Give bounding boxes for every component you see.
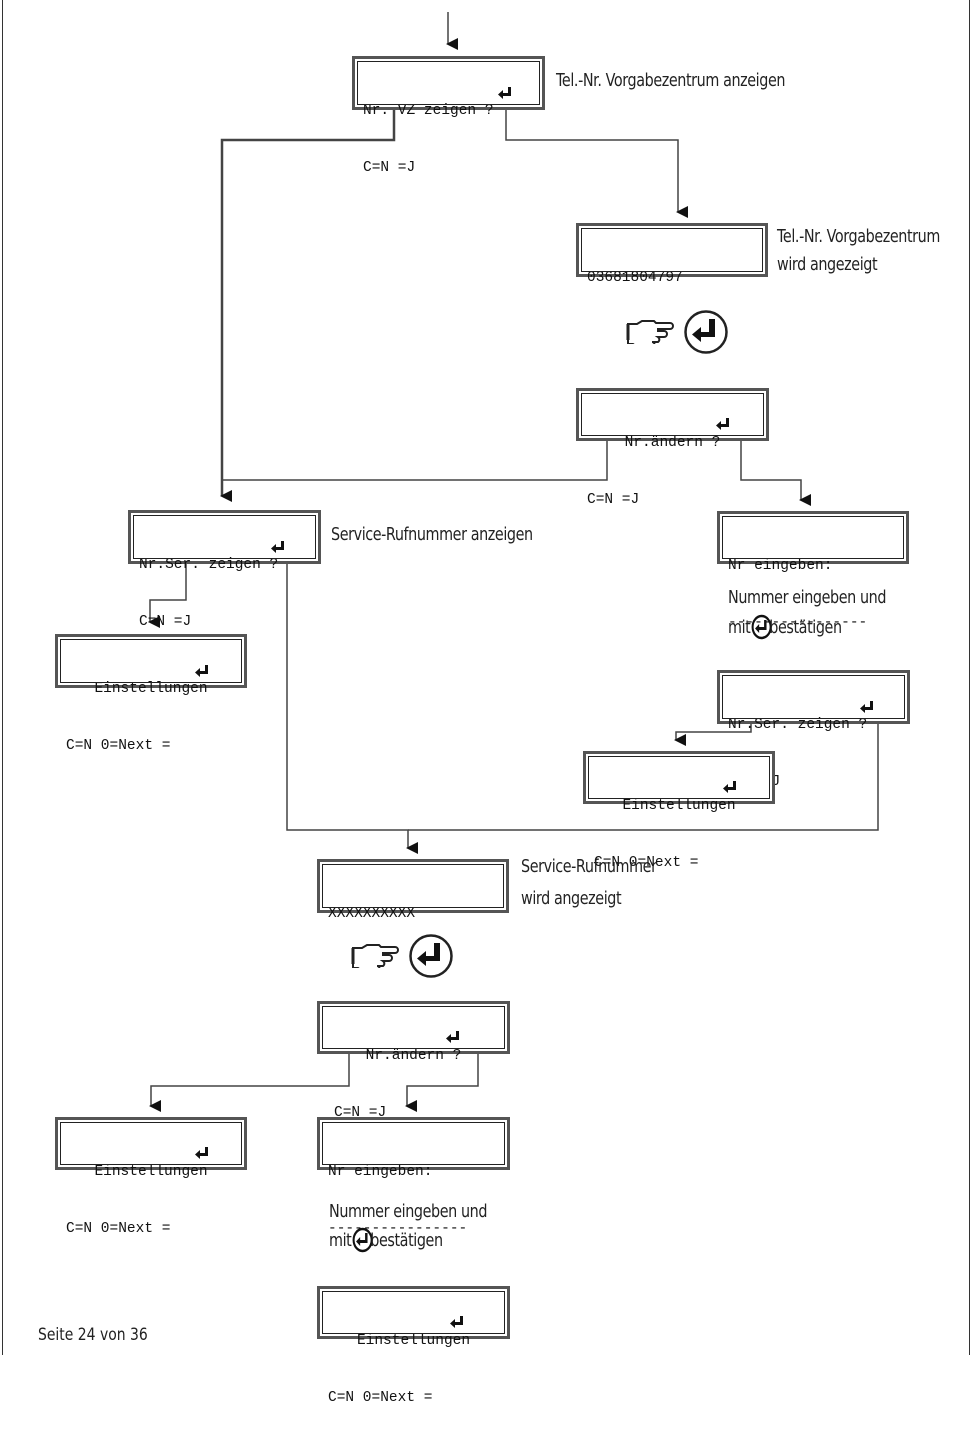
enter-key-icon bbox=[498, 87, 511, 99]
enter-key-icon bbox=[195, 1147, 208, 1159]
note-vz-angezeigt-line2: wird angezeigt bbox=[777, 255, 878, 275]
note-ser-angezeigt-line1: Service-Rufnummer bbox=[521, 857, 657, 877]
enter-key-icon bbox=[860, 701, 873, 713]
flow-connectors bbox=[148, 12, 879, 1112]
enter-key-icon bbox=[446, 1031, 459, 1043]
lcd-line2: ---------------- bbox=[328, 1221, 468, 1237]
lcd-einstellungen-3: Einstellungen C=N 0=Next = bbox=[55, 1117, 247, 1237]
lcd-line2: C=N 0=Next = bbox=[66, 1221, 171, 1237]
lcd-einstellungen-1: Einstellungen C=N 0=Next = bbox=[55, 634, 247, 754]
lcd-line1: Nr.ändern ? bbox=[624, 435, 721, 451]
enter-circle-icon bbox=[352, 1227, 373, 1253]
enter-circle-icon bbox=[684, 310, 728, 354]
pointing-hand-icon bbox=[351, 944, 399, 968]
note-text: mit bbox=[329, 1231, 356, 1251]
lcd-line1: Nr. VZ zeigen ? bbox=[363, 103, 494, 119]
lcd-line1: Nr.Ser. zeigen ? bbox=[139, 557, 279, 573]
note-ser-anzeigen: Service-Rufnummer anzeigen bbox=[331, 525, 533, 545]
lcd-nr-aendern-2: Nr.ändern ? C=N =J bbox=[317, 1001, 510, 1121]
lcd-einstellungen-4: Einstellungen C=N 0=Next = bbox=[317, 1286, 510, 1406]
lcd-ser-zeigen-left: Nr.Ser. zeigen ? C=N =J bbox=[128, 510, 321, 630]
lcd-nr-eingeben-1: Nr eingeben: ---------------- bbox=[717, 511, 909, 631]
lcd-vz-number: 03681804797 bbox=[576, 223, 768, 286]
note-eingeben-2-line2: mit bestätigen bbox=[329, 1226, 443, 1256]
note-text: mit bbox=[728, 618, 755, 638]
lcd-line1: Nr.Ser. zeigen ? bbox=[728, 717, 868, 733]
note-ser-angezeigt-line2: wird angezeigt bbox=[521, 889, 622, 909]
lcd-line1: Nr eingeben: bbox=[728, 558, 833, 574]
enter-key-icon bbox=[195, 665, 208, 677]
pointing-hand-icon bbox=[626, 320, 674, 344]
enter-key-icon bbox=[450, 1316, 463, 1328]
note-eingeben-2-line1: Nummer eingeben und bbox=[329, 1202, 488, 1222]
lcd-line2: C=N 0=Next = bbox=[66, 738, 171, 754]
lcd-line1: 03681804797 bbox=[587, 270, 683, 286]
note-text: bestätigen bbox=[370, 1231, 443, 1251]
lcd-line1: Nr.ändern ? bbox=[365, 1048, 462, 1064]
lcd-ser-zeigen-right: Nr.Ser. zeigen ? C=N =J bbox=[717, 670, 910, 790]
enter-key-icon bbox=[723, 781, 736, 793]
lcd-line1: Einstellungen bbox=[622, 798, 736, 814]
note-eingeben-1-line1: Nummer eingeben und bbox=[728, 588, 887, 608]
enter-key-icon bbox=[716, 418, 729, 430]
lcd-line1: Nr eingeben: bbox=[328, 1164, 433, 1180]
enter-circle-icon bbox=[751, 614, 772, 640]
page-number: Seite 24 von 36 bbox=[38, 1325, 148, 1345]
lcd-line1: Einstellungen bbox=[94, 681, 208, 697]
lcd-line2: C=N 0=Next = bbox=[594, 855, 699, 871]
note-vz-angezeigt-line1: Tel.-Nr. Vorgabezentrum bbox=[777, 227, 940, 247]
lcd-ser-number: XXXXXXXXXX bbox=[317, 859, 509, 922]
lcd-einstellungen-2: Einstellungen C=N 0=Next = bbox=[583, 751, 775, 871]
lcd-line1: Einstellungen bbox=[356, 1333, 471, 1349]
enter-circle-icon bbox=[409, 934, 453, 978]
lcd-line1: XXXXXXXXXX bbox=[328, 906, 416, 922]
lcd-vz-zeigen: Nr. VZ zeigen ? C=N =J bbox=[352, 56, 545, 176]
lcd-line2: C=N =J bbox=[139, 614, 192, 630]
lcd-nr-eingeben-2: Nr eingeben: ---------------- bbox=[317, 1117, 510, 1237]
note-text: bestätigen bbox=[769, 618, 842, 638]
lcd-nr-aendern-1: Nr.ändern ? C=N =J bbox=[576, 388, 769, 508]
enter-key-icon bbox=[271, 541, 284, 553]
note-vz-anzeigen: Tel.-Nr. Vorgabezentrum anzeigen bbox=[556, 71, 786, 91]
lcd-line2: C=N =J bbox=[363, 160, 416, 176]
lcd-line1: Einstellungen bbox=[94, 1164, 208, 1180]
page-frame bbox=[2, 0, 970, 1355]
lcd-line2: C=N 0=Next = bbox=[328, 1390, 433, 1406]
note-eingeben-1-line2: mit bestätigen bbox=[728, 613, 842, 643]
lcd-line2: C=N =J bbox=[587, 492, 640, 508]
